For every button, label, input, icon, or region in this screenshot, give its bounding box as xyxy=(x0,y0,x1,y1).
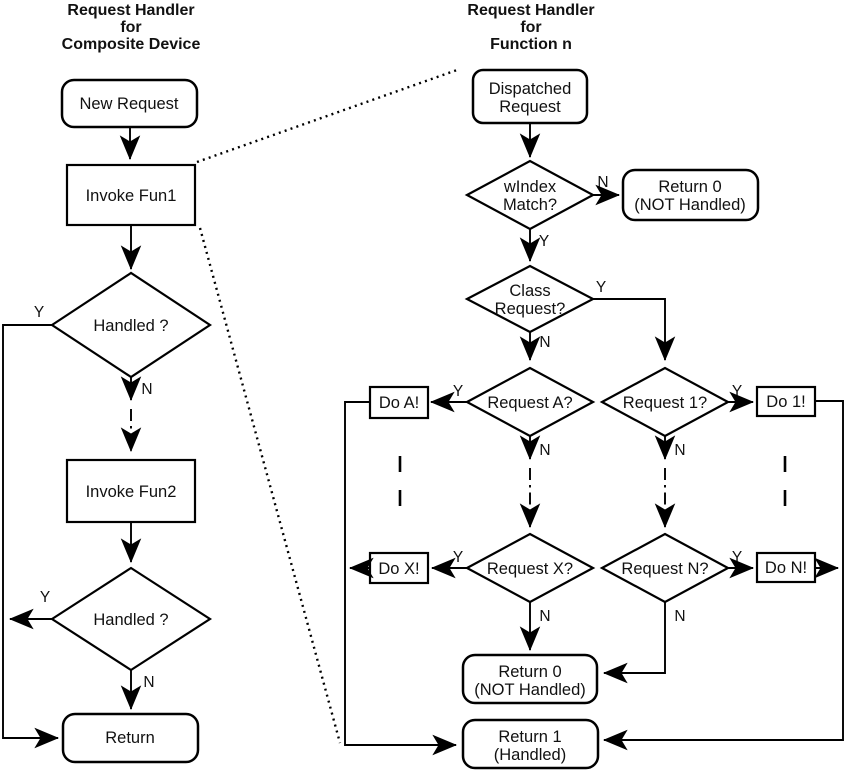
do-x-box xyxy=(368,551,430,585)
node-dispatched-request: Dispatched Request xyxy=(471,68,589,125)
left-chart: Request Handler for Composite Device New… xyxy=(2,2,213,764)
return0-bottom-line2: (NOT Handled) xyxy=(474,681,586,699)
left-chart-title: Request Handler for Composite Device xyxy=(62,2,201,53)
right-title-line2: for xyxy=(520,19,541,36)
dispatched-request-line2: Request xyxy=(499,98,561,116)
node-invoke-fun1: Invoke Fun1 xyxy=(65,163,197,227)
windex-match-line2: Match? xyxy=(503,196,557,214)
request-a-yes-label: Y xyxy=(453,383,463,400)
node-new-request: New Request xyxy=(60,78,199,129)
dispatched-request-line1: Dispatched xyxy=(489,80,572,98)
do-1-label: Do 1! xyxy=(766,393,805,411)
node-class-request: Class Request? xyxy=(464,264,596,334)
request-x-no-label: N xyxy=(539,608,550,625)
invoke-fun1-box xyxy=(65,163,197,227)
dotted-expansion-line-top xyxy=(196,68,458,164)
handled-second-label: Handled ? xyxy=(93,611,168,629)
node-return1: Return 1 (Handled) xyxy=(461,718,600,770)
request-x-yes-label: Y xyxy=(453,549,463,566)
handled-second-no-label: N xyxy=(143,674,154,691)
right-chart: Request Handler for Function n Dispatche… xyxy=(344,2,844,770)
class-yes-label: Y xyxy=(596,279,606,296)
return0-top-box xyxy=(621,168,760,222)
invoke-fun1-label: Invoke Fun1 xyxy=(86,187,177,205)
node-handled-first: Handled ? xyxy=(49,271,213,379)
node-return0-bottom: Return 0 (NOT Handled) xyxy=(461,653,599,705)
class-request-line2: Request? xyxy=(495,300,566,318)
dotted-expansion-line-bottom xyxy=(198,227,342,744)
node-request-x: Request X? xyxy=(464,532,596,604)
node-windex-match: wIndex Match? xyxy=(464,159,596,231)
node-do-1: Do 1! xyxy=(755,385,817,418)
node-handled-second: Handled ? xyxy=(49,566,213,672)
windex-match-line1: wIndex xyxy=(503,178,557,196)
connector-do1-return1 xyxy=(602,400,844,751)
request-n-no-label: N xyxy=(674,608,685,625)
node-request-1: Request 1? xyxy=(599,366,731,438)
do-x-label: Do X! xyxy=(378,560,419,578)
handled-second-diamond xyxy=(49,566,213,672)
class-request-line1: Class xyxy=(509,282,550,300)
request-a-diamond xyxy=(464,366,596,438)
node-return: Return xyxy=(61,712,200,764)
connector-doa-return1 xyxy=(344,401,458,756)
connector-requestn-no-return0 xyxy=(602,602,666,684)
request-a-label: Request A? xyxy=(487,394,572,412)
left-title-line2: for xyxy=(120,19,141,36)
request-n-label: Request N? xyxy=(621,560,708,578)
do-a-label: Do A! xyxy=(379,394,419,412)
node-request-n: Request N? xyxy=(599,532,731,604)
handled-first-yes-label: Y xyxy=(34,304,44,321)
windex-no-label: N xyxy=(597,174,608,191)
connector-class-yes-request1 xyxy=(593,298,676,362)
right-chart-title: Request Handler for Function n xyxy=(467,2,594,53)
return0-bottom-line1: Return 0 xyxy=(498,663,561,681)
right-title-line1: Request Handler xyxy=(467,2,594,19)
request-n-yes-label: Y xyxy=(732,549,742,566)
return1-line1: Return 1 xyxy=(498,728,561,746)
class-no-label: N xyxy=(539,334,550,351)
handled-second-yes-label: Y xyxy=(40,589,50,606)
invoke-fun2-label: Invoke Fun2 xyxy=(86,483,177,501)
node-request-a: Request A? xyxy=(464,366,596,438)
return1-line2: (Handled) xyxy=(494,746,566,764)
request-a-no-label: N xyxy=(539,442,550,459)
request-x-label: Request X? xyxy=(487,560,573,578)
return0-top-line2: (NOT Handled) xyxy=(634,196,746,214)
node-invoke-fun2: Invoke Fun2 xyxy=(65,458,197,524)
return-box xyxy=(61,712,200,764)
request-1-label: Request 1? xyxy=(623,394,707,412)
return0-bottom-box xyxy=(461,653,599,705)
invoke-fun2-box xyxy=(65,458,197,524)
handled-first-diamond xyxy=(49,271,213,379)
node-do-x: Do X! xyxy=(368,551,430,585)
right-title-line3: Function n xyxy=(490,36,572,53)
request-x-diamond xyxy=(464,532,596,604)
new-request-label: New Request xyxy=(79,95,178,113)
connector-handled1-yes-return xyxy=(2,324,60,749)
do-n-label: Do N! xyxy=(765,559,807,577)
windex-yes-label: Y xyxy=(539,233,549,250)
return-label: Return xyxy=(105,729,155,747)
return1-box xyxy=(461,718,600,770)
handled-first-label: Handled ? xyxy=(93,317,168,335)
node-return0-top: Return 0 (NOT Handled) xyxy=(621,168,760,222)
do-a-box xyxy=(368,385,430,420)
return0-top-line1: Return 0 xyxy=(658,178,721,196)
left-title-line1: Request Handler xyxy=(67,2,194,19)
handled-first-no-label: N xyxy=(141,381,152,398)
request-1-no-label: N xyxy=(674,442,685,459)
left-title-line3: Composite Device xyxy=(62,36,201,53)
request-1-yes-label: Y xyxy=(732,383,742,400)
node-do-a: Do A! xyxy=(368,385,430,420)
node-do-n: Do N! xyxy=(755,551,817,584)
